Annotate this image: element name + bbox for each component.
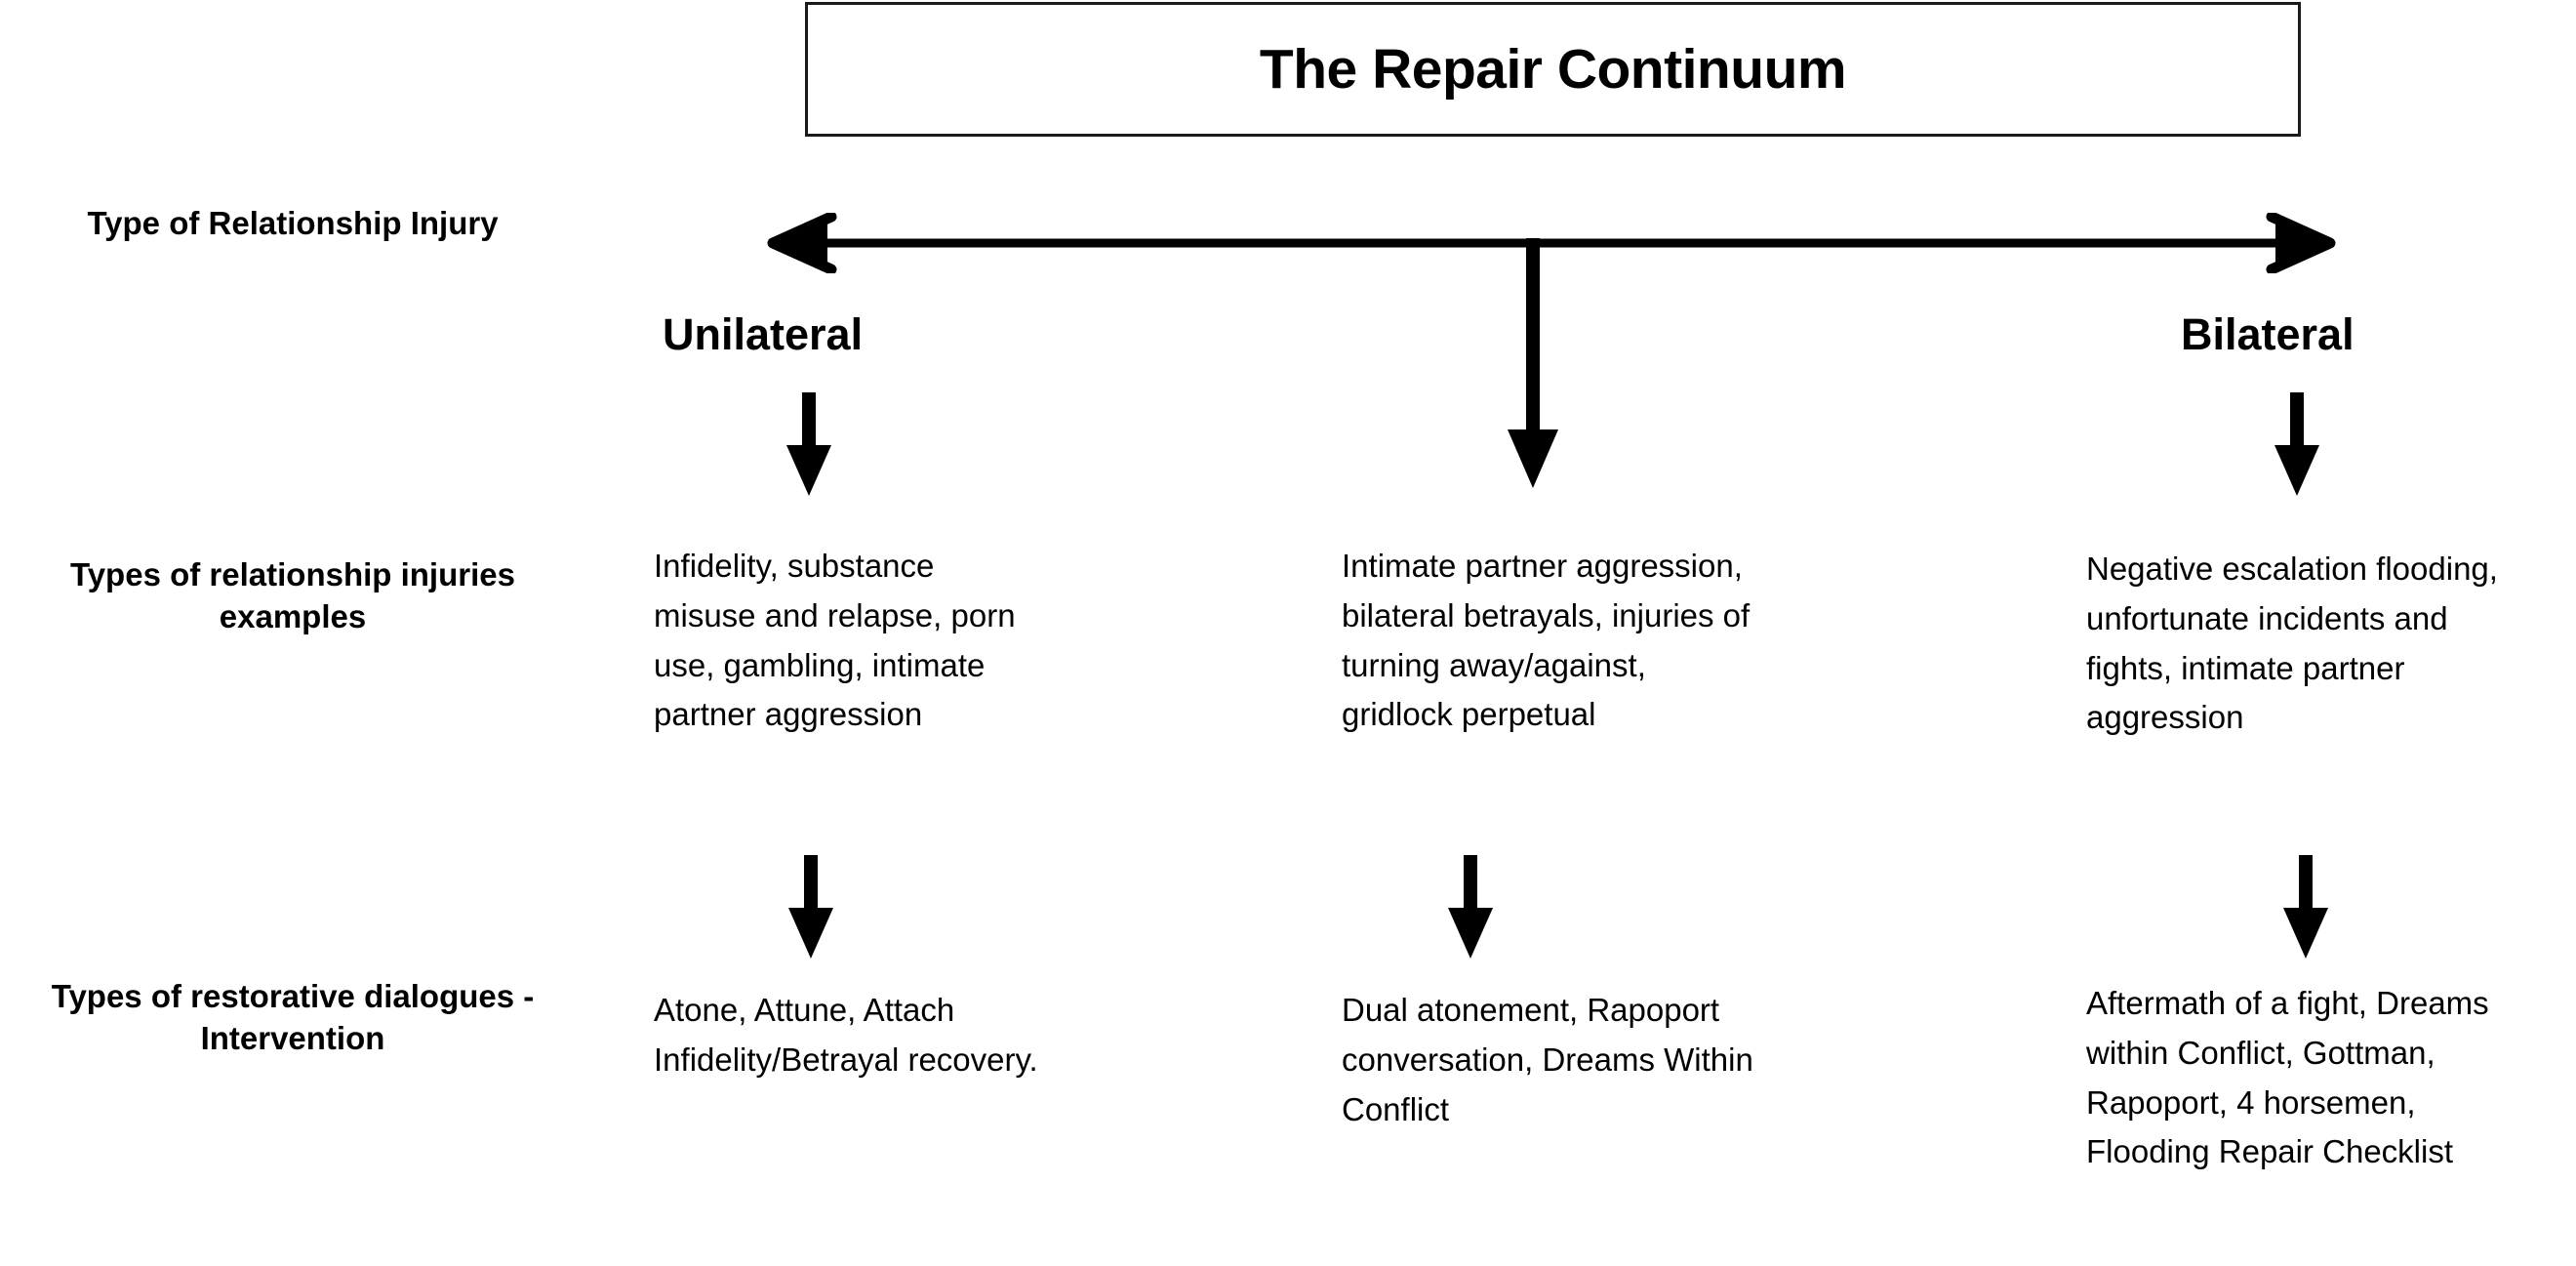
- row-label-types-of-restorative-dialogues: Types of restorative dialogues - Interve…: [51, 978, 535, 1056]
- injury-examples-unilateral: Infidelity, substance misuse and relapse…: [654, 548, 1016, 733]
- column-heading-unilateral: Unilateral: [663, 309, 864, 359]
- row-label-type-of-relationship-injury: Type of Relationship Injury: [87, 205, 499, 241]
- continuum-double-arrow-icon: [767, 213, 2336, 273]
- down-arrow-icon-left-top: [786, 392, 831, 496]
- restorative-dialogues-middle: Dual atonement, Rapoport conversation, D…: [1342, 992, 1753, 1127]
- restorative-dialogues-bilateral: Aftermath of a fight, Dreams within Conf…: [2086, 985, 2489, 1170]
- down-arrow-icon-center-top: [1508, 238, 1558, 488]
- restorative-dialogues-unilateral: Atone, Attune, Attach Infidelity/Betraya…: [654, 992, 1038, 1078]
- injury-examples-bilateral: Negative escalation flooding, unfortunat…: [2086, 551, 2498, 736]
- row-label-types-of-relationship-injuries-examples: Types of relationship injuries examples: [70, 556, 515, 634]
- down-arrow-icon-right-bottom: [2283, 855, 2328, 959]
- column-heading-bilateral: Bilateral: [2181, 309, 2355, 359]
- diagram-title: The Repair Continuum: [1259, 37, 1847, 101]
- down-arrow-icon-right-top: [2274, 392, 2319, 496]
- down-arrow-icon-center-bottom: [1448, 855, 1493, 959]
- injury-examples-middle: Intimate partner aggression, bilateral b…: [1342, 548, 1751, 733]
- down-arrow-icon-left-bottom: [788, 855, 833, 959]
- title-box: The Repair Continuum: [805, 2, 2301, 137]
